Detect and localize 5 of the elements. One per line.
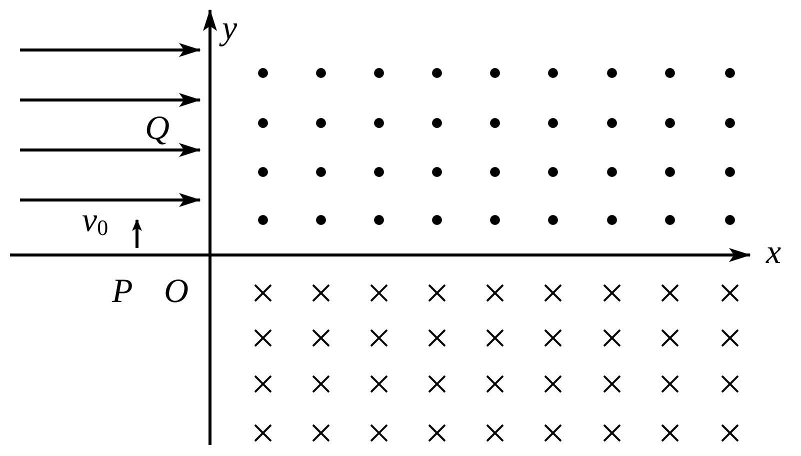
point-label: O [164,275,189,309]
point-label: P [112,275,133,309]
velocity-label: v$_{0}$ [82,204,108,239]
point-label: Q [145,112,170,146]
axis-label: x [766,236,782,270]
